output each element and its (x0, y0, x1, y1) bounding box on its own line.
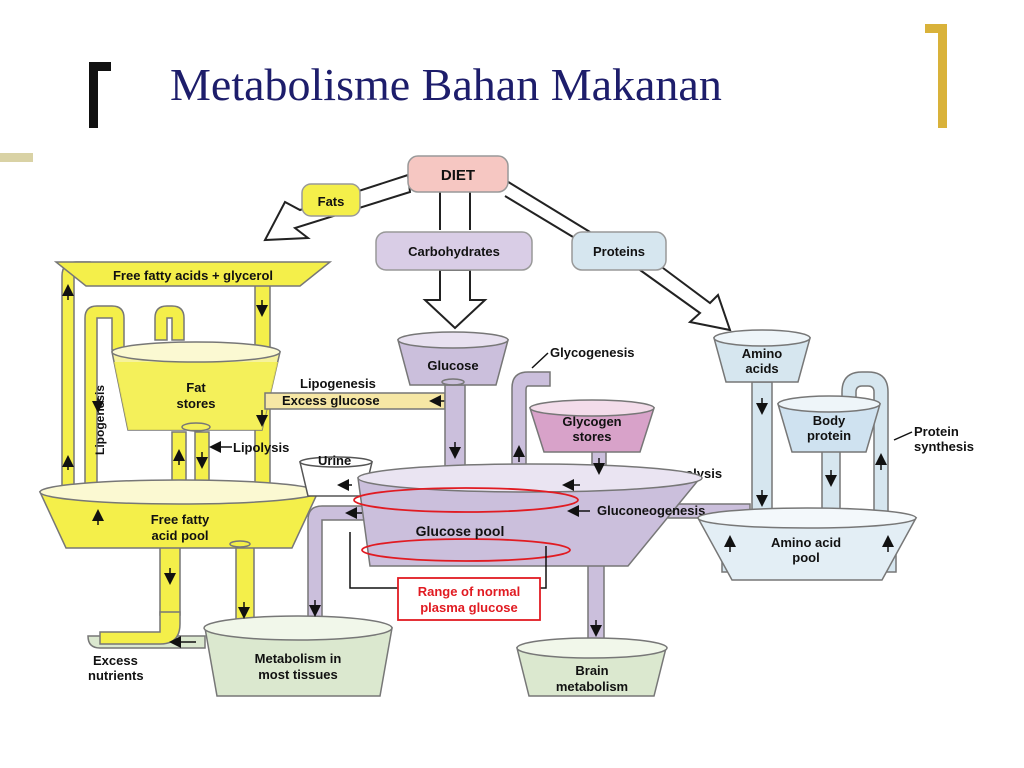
metabolism-most-tissues-bowl: Metabolism in most tissues (203, 615, 393, 697)
glycogen-stores-label-2: stores (572, 429, 611, 444)
range-normal-label-2: plasma glucose (420, 600, 518, 615)
slide-title: Metabolisme Bahan Makanan (170, 59, 722, 110)
amino-acids-label-1: Amino (742, 346, 783, 361)
glycogen-stores-label-1: Glycogen (562, 414, 621, 429)
excess-glucose-label: Excess glucose (282, 393, 380, 408)
free-fatty-acid-pool-label-2: acid pool (151, 528, 208, 543)
free-fatty-acid-pool-bowl: Free fatty acid pool (38, 479, 320, 549)
diet-to-carbohydrates-arrow (422, 192, 488, 330)
amino-acid-pool-label-2: pool (792, 550, 819, 565)
range-normal-plasma-glucose: Range of normal plasma glucose (349, 532, 547, 621)
fat-stores-label-2: stores (176, 396, 215, 411)
right-bracket-top (925, 24, 947, 33)
free-fatty-acids-glycerol-tray: Free fatty acids + glycerol (53, 261, 333, 287)
brain-metabolism-label-1: Brain (575, 663, 608, 678)
urine-label: Urine (318, 453, 351, 468)
diet-to-proteins-arrow (504, 179, 732, 332)
free-fatty-acids-glycerol-label: Free fatty acids + glycerol (113, 268, 273, 283)
proteins-box: Proteins (571, 231, 667, 271)
proteins-label: Proteins (593, 244, 645, 259)
glucose-bowl: Glucose (397, 331, 509, 386)
lipogenesis-vertical-label: Lipogenesis (93, 385, 107, 455)
glucose-pool-label: Glucose pool (416, 523, 505, 539)
gluconeogenesis-label: Gluconeogenesis (597, 503, 705, 518)
left-bracket-vertical (89, 62, 98, 128)
glucose-label: Glucose (427, 358, 478, 373)
excess-glucose-pipe: Lipogenesis Excess glucose (264, 376, 446, 410)
carbohydrates-label: Carbohydrates (408, 244, 500, 259)
excess-nutrients-label-2: nutrients (88, 668, 144, 683)
free-fatty-acid-pool-label-1: Free fatty (151, 512, 210, 527)
protein-synthesis-label-1: Protein (914, 424, 959, 439)
metabolism-tissues-label-1: Metabolism in (255, 651, 342, 666)
amino-acid-pool-label-1: Amino acid (771, 535, 841, 550)
amino-acids-label-2: acids (745, 361, 778, 376)
diet-box: DIET (407, 155, 509, 193)
body-protein-bowl: Body protein (777, 395, 881, 453)
lipolysis-label: Lipolysis (233, 440, 289, 455)
body-protein-label-2: protein (807, 428, 851, 443)
diet-label: DIET (441, 167, 475, 184)
accent-bar (0, 153, 33, 162)
glycogen-stores-bowl: Glycogen stores (528, 399, 656, 453)
lipogenesis-label: Lipogenesis (300, 376, 376, 391)
brain-metabolism-bowl: Brain metabolism (516, 637, 668, 697)
fat-stores-label-1: Fat (186, 380, 206, 395)
brain-metabolism-label-2: metabolism (556, 679, 628, 694)
excess-nutrients-label-1: Excess (93, 653, 138, 668)
protein-synthesis-label-2: synthesis (914, 439, 974, 454)
fat-stores-bowl: Fat stores (111, 341, 281, 432)
glycogenesis-label: Glycogenesis (550, 345, 635, 360)
flow-arrows (62, 284, 894, 648)
carbohydrates-box: Carbohydrates (375, 231, 533, 271)
range-normal-label-1: Range of normal (418, 584, 521, 599)
body-protein-label-1: Body (813, 413, 846, 428)
metabolism-tissues-label-2: most tissues (258, 667, 337, 682)
amino-acids-bowl: Amino acids (713, 329, 811, 383)
right-bracket-vertical (938, 24, 947, 128)
fats-label: Fats (318, 194, 345, 209)
fats-box: Fats (301, 183, 361, 217)
amino-acid-pool-bowl: Amino acid pool (696, 507, 918, 581)
left-bracket-top (89, 62, 111, 71)
glucose-pool-bowl: Glucose pool (353, 463, 703, 567)
